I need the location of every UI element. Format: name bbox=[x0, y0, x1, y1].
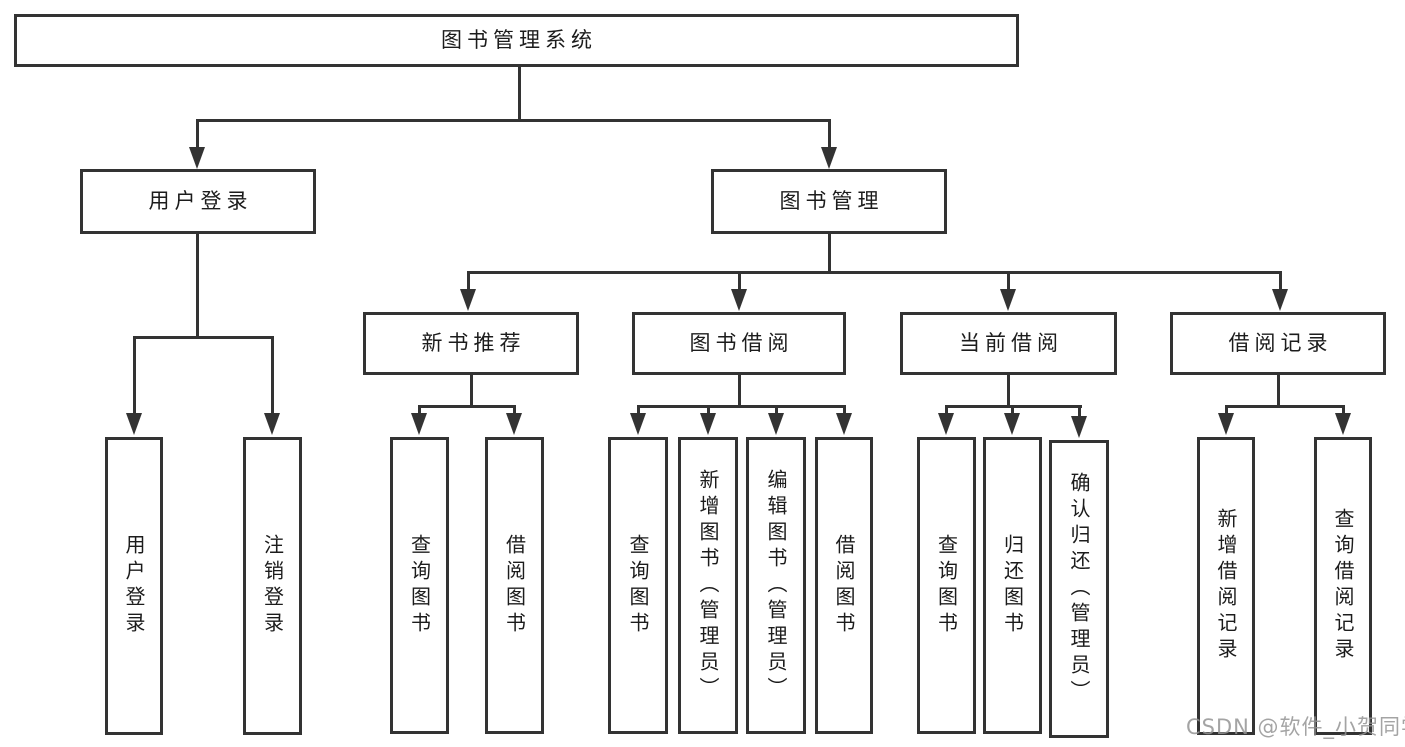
leaf-add-borrow-record-label: 新增借阅记录 bbox=[1214, 508, 1238, 664]
connector-line bbox=[1277, 375, 1280, 408]
connector-line bbox=[738, 271, 741, 291]
leaf-recommend-borrow-books-label: 借阅图书 bbox=[502, 533, 527, 638]
connector-line bbox=[467, 271, 470, 291]
connector-line bbox=[418, 405, 516, 408]
leaf-recommend-borrow-books: 借阅图书 bbox=[485, 437, 544, 734]
node-book-management-label: 图书管理 bbox=[779, 188, 884, 213]
leaf-query-borrow-record-label: 查询借阅记录 bbox=[1331, 508, 1355, 664]
arrow-down-icon bbox=[700, 413, 716, 435]
connector-line bbox=[1225, 405, 1345, 408]
leaf-confirm-return-admin: 确认归还（管理员） bbox=[1049, 440, 1109, 738]
connector-line bbox=[828, 119, 831, 150]
node-book-management: 图书管理 bbox=[711, 169, 947, 234]
node-current-borrow: 当前借阅 bbox=[900, 312, 1117, 375]
arrow-down-icon bbox=[630, 413, 646, 435]
connector-line bbox=[843, 405, 846, 416]
connector-line bbox=[1225, 405, 1228, 416]
leaf-edit-books-admin-label: 编辑图书（管理员） bbox=[764, 468, 788, 703]
leaf-current-query-books-label: 查询图书 bbox=[934, 533, 959, 638]
connector-line bbox=[738, 375, 741, 408]
leaf-borrow-books: 借阅图书 bbox=[815, 437, 873, 734]
node-root-system: 图书管理系统 bbox=[14, 14, 1019, 67]
arrow-down-icon bbox=[460, 289, 476, 311]
arrow-down-icon bbox=[821, 147, 837, 169]
node-new-book-recommend-label: 新书推荐 bbox=[421, 330, 526, 355]
arrow-down-icon bbox=[506, 413, 522, 435]
connector-line bbox=[418, 405, 421, 416]
connector-line bbox=[1011, 405, 1014, 416]
leaf-logout-label: 注销登录 bbox=[260, 534, 285, 638]
arrow-down-icon bbox=[1000, 289, 1016, 311]
node-borrow-records-label: 借阅记录 bbox=[1228, 330, 1333, 355]
connector-line bbox=[828, 234, 831, 274]
connector-line bbox=[470, 375, 473, 408]
leaf-add-borrow-record: 新增借阅记录 bbox=[1197, 437, 1255, 735]
leaf-current-query-books: 查询图书 bbox=[917, 437, 976, 734]
arrow-down-icon bbox=[126, 413, 142, 435]
connector-line bbox=[707, 405, 710, 416]
leaf-borrow-query-books: 查询图书 bbox=[608, 437, 668, 734]
connector-line bbox=[518, 67, 521, 122]
node-book-borrow-label: 图书借阅 bbox=[689, 330, 794, 355]
arrow-down-icon bbox=[731, 289, 747, 311]
leaf-recommend-query-books: 查询图书 bbox=[390, 437, 449, 734]
connector-line bbox=[637, 405, 640, 416]
connector-line bbox=[133, 336, 274, 339]
connector-line bbox=[1078, 405, 1081, 418]
node-root-system-label: 图书管理系统 bbox=[441, 27, 597, 52]
csdn-watermark: CSDN @软件_小贺同学 bbox=[1186, 715, 1405, 739]
connector-line bbox=[196, 119, 831, 122]
leaf-recommend-query-books-label: 查询图书 bbox=[407, 533, 432, 638]
node-borrow-records: 借阅记录 bbox=[1170, 312, 1386, 375]
arrow-down-icon bbox=[189, 147, 205, 169]
arrow-down-icon bbox=[411, 413, 427, 435]
leaf-borrow-query-books-label: 查询图书 bbox=[626, 533, 650, 638]
connector-line bbox=[1342, 405, 1345, 416]
leaf-add-books-admin: 新增图书（管理员） bbox=[678, 437, 738, 734]
arrow-down-icon bbox=[1335, 413, 1351, 435]
connector-line bbox=[1007, 375, 1010, 408]
leaf-borrow-books-label: 借阅图书 bbox=[832, 533, 856, 638]
leaf-logout: 注销登录 bbox=[243, 437, 302, 735]
connector-line bbox=[945, 405, 948, 416]
connector-line bbox=[637, 405, 846, 408]
arrow-down-icon bbox=[1071, 416, 1087, 438]
arrow-down-icon bbox=[1272, 289, 1288, 311]
node-new-book-recommend: 新书推荐 bbox=[363, 312, 579, 375]
leaf-query-borrow-record: 查询借阅记录 bbox=[1314, 437, 1372, 735]
connector-line bbox=[775, 405, 778, 416]
leaf-return-books: 归还图书 bbox=[983, 437, 1042, 734]
arrow-down-icon bbox=[1004, 413, 1020, 435]
connector-line bbox=[467, 271, 1282, 274]
connector-line bbox=[196, 234, 199, 339]
leaf-edit-books-admin: 编辑图书（管理员） bbox=[746, 437, 806, 734]
arrow-down-icon bbox=[768, 413, 784, 435]
connector-line bbox=[1279, 271, 1282, 291]
connector-line bbox=[513, 405, 516, 416]
arrow-down-icon bbox=[938, 413, 954, 435]
leaf-confirm-return-admin-label: 确认归还（管理员） bbox=[1067, 472, 1091, 706]
leaf-add-books-admin-label: 新增图书（管理员） bbox=[696, 468, 720, 703]
leaf-return-books-label: 归还图书 bbox=[1000, 533, 1025, 638]
leaf-user-login: 用户登录 bbox=[105, 437, 163, 735]
connector-line bbox=[271, 336, 274, 416]
connector-line bbox=[1007, 271, 1010, 291]
arrow-down-icon bbox=[1218, 413, 1234, 435]
leaf-user-login-label: 用户登录 bbox=[122, 534, 146, 638]
arrow-down-icon bbox=[264, 413, 280, 435]
arrow-down-icon bbox=[836, 413, 852, 435]
node-user-login-label: 用户登录 bbox=[148, 188, 253, 213]
connector-line bbox=[196, 119, 199, 150]
connector-line bbox=[133, 336, 136, 416]
node-user-login: 用户登录 bbox=[80, 169, 316, 234]
node-book-borrow: 图书借阅 bbox=[632, 312, 846, 375]
node-current-borrow-label: 当前借阅 bbox=[959, 330, 1063, 355]
